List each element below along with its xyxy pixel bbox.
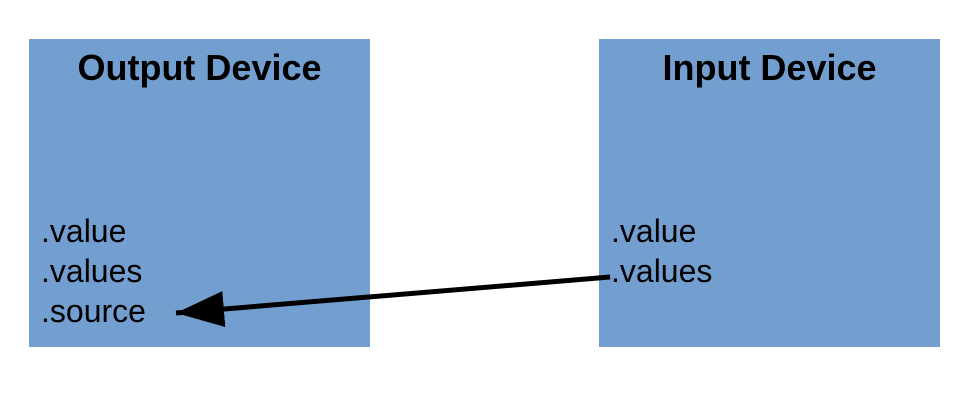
- output-device-properties: .value .values .source: [41, 211, 146, 331]
- input-device-title: Input Device: [662, 47, 877, 88]
- output-device-title: Output Device: [77, 47, 322, 88]
- input-device-box: Input Device .value .values: [599, 39, 940, 347]
- output-prop-value: .value: [41, 213, 127, 249]
- output-prop-source: .source: [41, 293, 146, 329]
- output-device-box: Output Device .value .values .source: [29, 39, 370, 347]
- input-prop-value: .value: [611, 213, 697, 249]
- input-device-properties: .value .values: [611, 211, 712, 291]
- input-prop-values: .values: [611, 253, 713, 289]
- output-prop-values: .values: [41, 253, 143, 289]
